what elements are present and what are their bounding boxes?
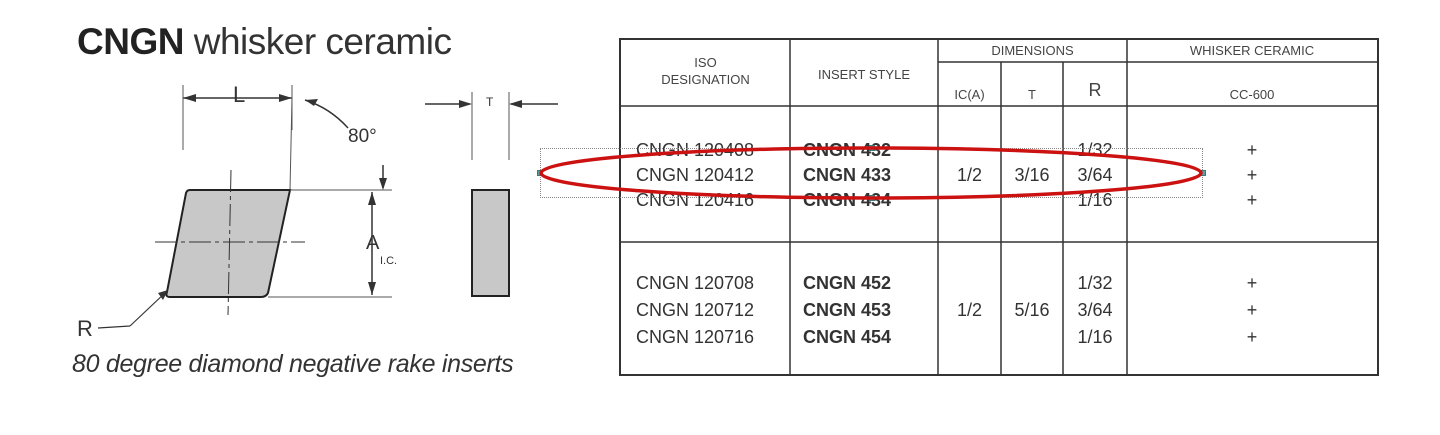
- cell-style: CNGN 453: [803, 300, 892, 320]
- dim-l-arrow-left: [183, 94, 196, 102]
- dim-l-arrow-right: [279, 94, 292, 102]
- cell-r: 1/16: [1077, 327, 1113, 347]
- cell-style: CNGN 432: [803, 140, 892, 160]
- cell-style: CNGN 452: [803, 273, 892, 293]
- label-thickness: T: [486, 95, 494, 109]
- table-grid: [621, 40, 1377, 374]
- dim-a-arrow-bottom: [368, 282, 376, 295]
- resize-handle-left[interactable]: [537, 170, 543, 176]
- cell-mark: +: [1246, 165, 1258, 185]
- cell-t: 5/16: [1014, 300, 1050, 320]
- label-ic-main: A: [366, 232, 380, 254]
- cell-iso: CNGN 120708: [636, 273, 755, 293]
- radius-leader-h: [97, 325, 131, 329]
- table-row: CNGN 120416: [636, 187, 754, 213]
- insert-shape: [165, 189, 292, 298]
- resize-handle-bottom[interactable]: [869, 195, 875, 201]
- cell-style: CNGN 454: [803, 327, 892, 347]
- dim-t-arrow-right: [509, 100, 522, 108]
- title-bold: CNGN: [77, 21, 184, 62]
- caption: 80 degree diamond negative rake inserts: [72, 350, 514, 378]
- table-row: CNGN 120708: [636, 270, 754, 296]
- title-light: whisker ceramic: [193, 21, 452, 62]
- header-ic: IC(A): [954, 87, 985, 102]
- header-iso: ISO DESIGNATION: [621, 54, 790, 88]
- label-ic-sub: I.C.: [380, 255, 398, 267]
- dim-t-arrow-left: [459, 100, 472, 108]
- resize-handle-top[interactable]: [869, 145, 875, 151]
- dim-a-arrow-top: [368, 192, 376, 205]
- header-insert-style: INSERT STYLE: [818, 67, 910, 82]
- cell-r: 3/64: [1077, 300, 1113, 320]
- header-r: R: [1088, 80, 1102, 100]
- cell-r: 3/64: [1077, 165, 1113, 185]
- header-whisker: WHISKER CERAMIC: [1189, 43, 1315, 58]
- cell-iso: CNGN 120416: [636, 190, 755, 210]
- cell-mark: +: [1246, 140, 1258, 160]
- label-radius: R: [77, 316, 93, 341]
- center-line-v: [227, 169, 232, 316]
- label-length: L: [233, 82, 246, 107]
- cell-t: 3/16: [1014, 165, 1050, 185]
- header-iso-line1: ISO: [694, 55, 717, 70]
- spec-table: ISO DESIGNATION INSERT STYLE DIMENSIONS …: [619, 38, 1379, 376]
- header-t: T: [1028, 87, 1036, 102]
- cell-style: CNGN 434: [803, 190, 892, 210]
- insert-side-view: [471, 189, 510, 297]
- cell-ic: 1/2: [956, 300, 983, 320]
- cell-mark: +: [1246, 327, 1258, 347]
- cell-iso: CNGN 120412: [636, 165, 755, 185]
- table-row: CNGN 120716: [636, 324, 754, 350]
- table-row: CNGN 120712: [636, 297, 754, 323]
- cell-iso: CNGN 120712: [636, 300, 755, 320]
- dim-a-top-arrow: [379, 178, 387, 190]
- header-grade: CC-600: [1229, 87, 1275, 102]
- header-dimensions: DIMENSIONS: [991, 43, 1074, 58]
- radius-leader-diag: [129, 291, 167, 327]
- cell-style: CNGN 433: [803, 165, 892, 185]
- table-row: CNGN 120412: [636, 162, 754, 188]
- insert-drawing: [97, 85, 558, 329]
- cell-iso: CNGN 120716: [636, 327, 755, 347]
- angle-arrow: [305, 99, 318, 106]
- cell-r: 1/32: [1077, 273, 1113, 293]
- cell-iso: CNGN 120408: [636, 140, 755, 160]
- cell-r: 1/32: [1077, 140, 1113, 160]
- angle-edge-line: [289, 97, 293, 191]
- page-title: CNGN whisker ceramic: [77, 20, 452, 64]
- cell-ic: 1/2: [956, 165, 983, 185]
- cell-mark: +: [1246, 273, 1258, 293]
- cell-mark: +: [1246, 300, 1258, 320]
- resize-handle-right[interactable]: [1200, 170, 1206, 176]
- label-angle: 80°: [348, 126, 377, 147]
- radius-arrow: [158, 290, 168, 300]
- cell-mark: +: [1246, 190, 1258, 210]
- cell-r: 1/16: [1077, 190, 1113, 210]
- table-row: CNGN 120408: [636, 137, 754, 163]
- header-iso-line2: DESIGNATION: [661, 72, 750, 87]
